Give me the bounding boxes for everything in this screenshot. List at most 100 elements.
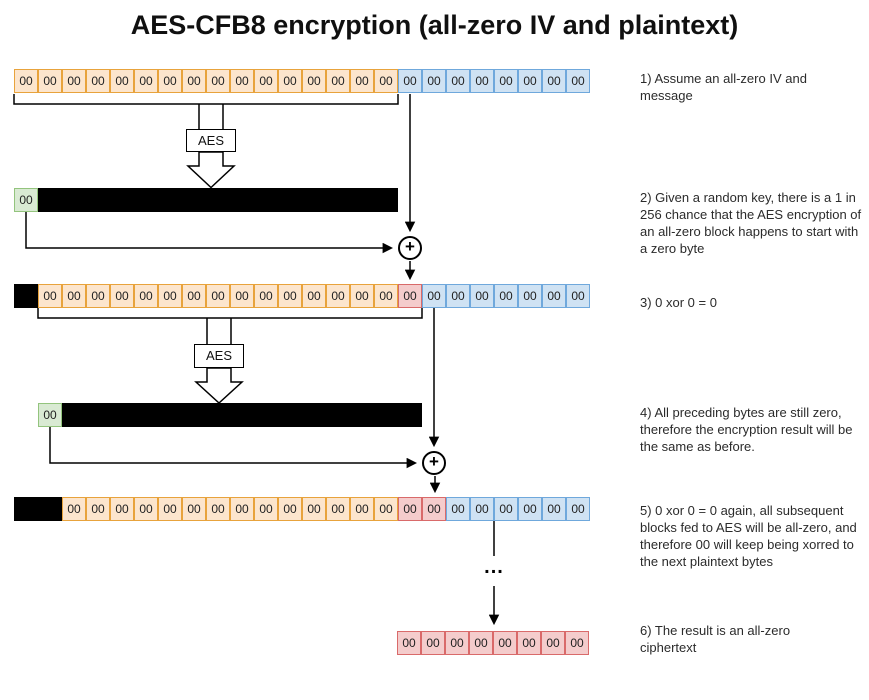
iv-byte: 00	[278, 284, 302, 308]
block-bracket-1	[13, 94, 399, 105]
plaintext-byte: 00	[446, 284, 470, 308]
iv-byte: 00	[110, 497, 134, 521]
plaintext-byte: 00	[518, 497, 542, 521]
flow-connectors	[13, 94, 500, 626]
iv-byte: 00	[62, 284, 86, 308]
iv-byte: 00	[206, 284, 230, 308]
iv-byte: 00	[182, 69, 206, 93]
iv-byte: 00	[158, 69, 182, 93]
xor-icon-1: +	[398, 236, 422, 260]
step-note-6: 6) The result is an all-zero ciphertext	[640, 623, 791, 655]
iv-byte: 00	[254, 497, 278, 521]
plaintext-byte: 00	[422, 284, 446, 308]
ciphertext-byte: 00	[397, 631, 421, 655]
continuation-dots-icon: ...	[484, 556, 504, 578]
ciphertext-byte: 00	[565, 631, 589, 655]
ciphertext-byte: 00	[517, 631, 541, 655]
ciphertext-byte: 00	[445, 631, 469, 655]
plaintext-byte: 00	[422, 69, 446, 93]
iv-byte: 00	[254, 284, 278, 308]
iv-byte: 00	[86, 497, 110, 521]
aes-input-shaft-2	[206, 318, 232, 344]
iv-byte: 00	[158, 497, 182, 521]
iv-byte: 00	[374, 69, 398, 93]
xor-icon-2: +	[422, 451, 446, 475]
plaintext-byte: 00	[542, 497, 566, 521]
iv-byte: 00	[134, 497, 158, 521]
iv-byte: 00	[206, 69, 230, 93]
step-note-2: 2) Given a random key, there is a 1 in 2…	[640, 190, 862, 256]
step-note-4: 4) All preceding bytes are still zero, t…	[640, 405, 853, 454]
aes-output-2-first-byte: 00	[38, 403, 62, 427]
plaintext-byte: 00	[494, 497, 518, 521]
iv-byte: 00	[254, 69, 278, 93]
shifted-out-byte	[14, 284, 38, 308]
plaintext-byte: 00	[398, 69, 422, 93]
plaintext-byte: 00	[566, 497, 590, 521]
iv-byte: 00	[230, 69, 254, 93]
iv-byte: 00	[374, 497, 398, 521]
iv-byte: 00	[182, 284, 206, 308]
aes-output-arrow-1	[186, 151, 236, 189]
plaintext-byte: 00	[470, 69, 494, 93]
iv-byte: 00	[38, 284, 62, 308]
plaintext-byte: 00	[542, 69, 566, 93]
plaintext-byte: 00	[542, 284, 566, 308]
plaintext-byte: 00	[470, 497, 494, 521]
iv-byte: 00	[86, 284, 110, 308]
iv-byte: 00	[302, 497, 326, 521]
iv-byte: 00	[374, 284, 398, 308]
iv-byte: 00	[302, 284, 326, 308]
iv-byte: 00	[38, 69, 62, 93]
iv-byte: 00	[110, 284, 134, 308]
iv-byte: 00	[62, 69, 86, 93]
plaintext-byte: 00	[518, 284, 542, 308]
plaintext-byte: 00	[566, 69, 590, 93]
iv-byte: 00	[14, 69, 38, 93]
plaintext-byte: 00	[446, 69, 470, 93]
keystream-to-xor-1	[25, 212, 394, 254]
plaintext-byte: 00	[494, 69, 518, 93]
iv-byte: 00	[134, 284, 158, 308]
iv-byte: 00	[326, 284, 350, 308]
iv-byte: 00	[230, 497, 254, 521]
aes-output-1-first-byte: 00	[14, 188, 38, 212]
iv-byte: 00	[326, 497, 350, 521]
ciphertext-byte: 00	[398, 284, 422, 308]
iv-byte: 00	[278, 497, 302, 521]
ciphertext-byte: 00	[493, 631, 517, 655]
shifted-out-byte	[38, 497, 62, 521]
step-note-1: 1) Assume an all-zero IV and message	[640, 71, 807, 103]
step-note-3: 3) 0 xor 0 = 0	[640, 295, 717, 310]
plaintext-byte: 00	[446, 497, 470, 521]
iv-byte: 00	[158, 284, 182, 308]
shifted-out-byte	[14, 497, 38, 521]
iv-byte: 00	[62, 497, 86, 521]
iv-byte: 00	[350, 284, 374, 308]
ciphertext-byte: 00	[422, 497, 446, 521]
diagram-title: AES-CFB8 encryption (all-zero IV and pla…	[130, 10, 739, 40]
iv-byte: 00	[278, 69, 302, 93]
aes-box-2: AES	[194, 344, 244, 368]
ciphertext-byte: 00	[421, 631, 445, 655]
iv-byte: 00	[350, 497, 374, 521]
iv-byte: 00	[110, 69, 134, 93]
step-note-5: 5) 0 xor 0 = 0 again, all subsequent blo…	[640, 503, 857, 569]
iv-byte: 00	[182, 497, 206, 521]
plaintext-byte: 00	[518, 69, 542, 93]
iv-byte: 00	[134, 69, 158, 93]
iv-byte: 00	[86, 69, 110, 93]
iv-byte: 00	[206, 497, 230, 521]
aes-output-2-unknown-bytes-bar	[62, 403, 422, 427]
block-bracket-2	[37, 308, 423, 319]
aes-output-1-unknown-bytes-bar	[38, 188, 398, 212]
plaintext-byte: 00	[470, 284, 494, 308]
ciphertext-byte: 00	[541, 631, 565, 655]
aes-output-arrow-2	[194, 367, 244, 405]
ciphertext-byte: 00	[398, 497, 422, 521]
ciphertext-byte: 00	[469, 631, 493, 655]
iv-byte: 00	[326, 69, 350, 93]
plaintext-byte: 00	[494, 284, 518, 308]
